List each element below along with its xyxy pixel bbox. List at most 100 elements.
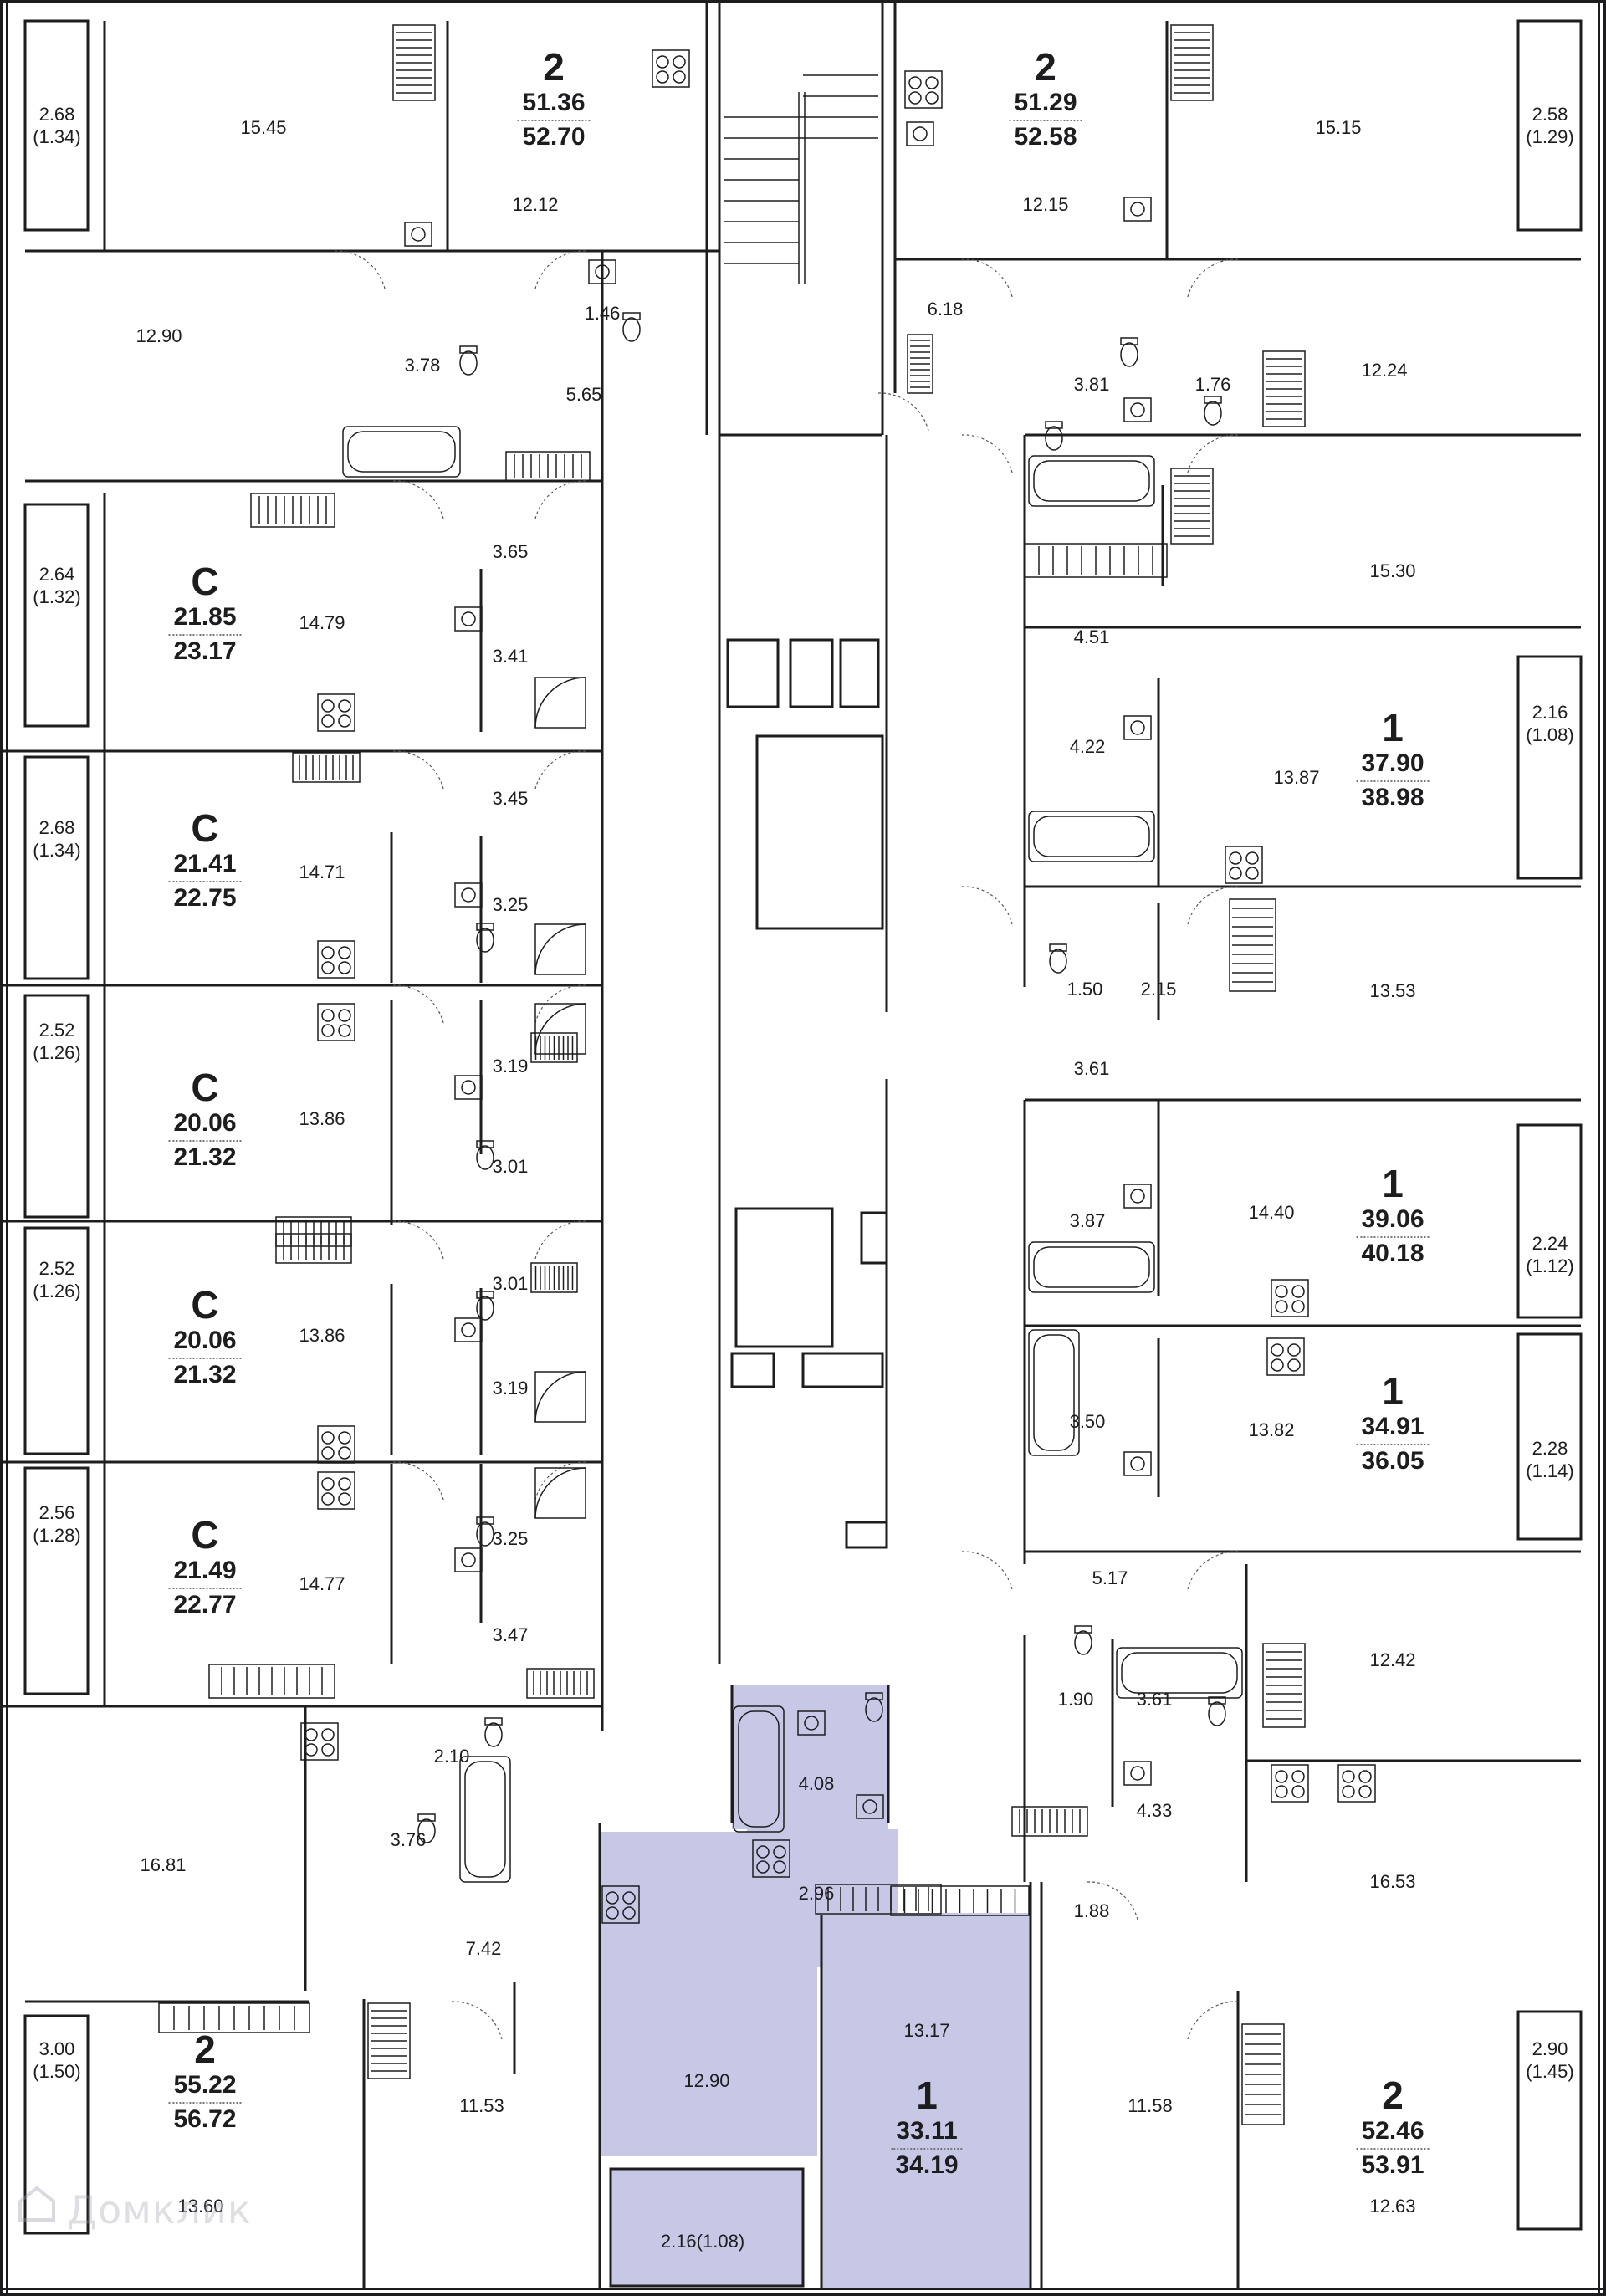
stove-burner <box>1287 1343 1301 1357</box>
apartment-label[interactable]: С 21.85 23.17 <box>168 560 242 667</box>
balcony-area: 2.24 <box>1532 1233 1568 1254</box>
toilet-tank <box>476 1140 494 1148</box>
apartment-rooms: 1 <box>916 2074 938 2117</box>
sink-bowl <box>411 227 426 242</box>
sink <box>588 259 616 284</box>
radiator <box>275 1233 352 1264</box>
door-swing <box>451 2001 503 2040</box>
apartment-label-selected[interactable]: 1 33.11 34.19 <box>891 2074 963 2181</box>
stove-frame <box>1266 1337 1305 1376</box>
balcony-frame <box>23 994 90 1219</box>
door-swing <box>392 984 444 1024</box>
stove-burner <box>773 1845 786 1859</box>
balcony-frame <box>1516 1123 1583 1319</box>
bathtub-basin <box>738 1710 780 1828</box>
apartment-label[interactable]: С 21.49 22.77 <box>168 1514 242 1621</box>
room-area: 1.50 <box>1066 979 1103 1000</box>
door-swing <box>534 750 586 790</box>
balcony-frame <box>1516 19 1583 232</box>
sink-frame <box>454 1547 483 1572</box>
balcony-half-area: (1.14) <box>1526 1460 1574 1481</box>
stove-burner <box>1358 1770 1372 1783</box>
stove-burner <box>925 76 939 89</box>
apartment-label[interactable]: С 20.06 21.32 <box>168 1283 242 1391</box>
balcony-frame <box>23 503 90 728</box>
selected-balcony-area: 2.16(1.08) <box>660 2231 745 2252</box>
room-area: 1.76 <box>1194 374 1231 395</box>
service-box <box>789 638 834 708</box>
bathtub-basin <box>464 1761 506 1878</box>
toilet <box>865 1692 883 1722</box>
apartment-living-area: 55.22 <box>168 2070 242 2104</box>
shower-tray <box>534 1467 586 1519</box>
sink-frame <box>404 222 432 247</box>
door-swing <box>961 1551 1013 1590</box>
apartment-total-area: 21.32 <box>173 1361 237 1388</box>
balcony-area: 2.56 <box>38 1502 75 1523</box>
balcony-area: 2.68 <box>38 104 75 125</box>
radiator-frame <box>208 1664 335 1699</box>
radiator <box>815 1884 942 1915</box>
apartment-total-area: 56.72 <box>173 2105 237 2133</box>
room-area: 2.15 <box>1140 979 1177 1000</box>
apartment-rooms: С <box>191 1066 219 1109</box>
apartment-rooms: С <box>191 560 219 603</box>
stove-frame <box>652 49 690 88</box>
shower-curve <box>534 923 586 975</box>
apartment-label[interactable]: 2 51.29 52.58 <box>1009 46 1082 153</box>
room-area: 14.77 <box>299 1573 345 1594</box>
bathtub <box>1028 455 1155 507</box>
apartment-label[interactable]: 1 39.06 40.18 <box>1356 1163 1430 1270</box>
balcony-area-label: 3.00(1.50) <box>33 2038 80 2083</box>
stove-burner <box>304 1743 318 1757</box>
stove <box>317 1425 355 1464</box>
room-area: 3.65 <box>492 541 529 562</box>
stove-frame <box>317 693 355 732</box>
apartment-rooms: С <box>191 1283 219 1327</box>
radiator <box>907 334 933 394</box>
radiator <box>392 24 436 101</box>
shower-curve <box>534 1003 586 1055</box>
room-area: 12.12 <box>512 194 559 215</box>
stove-burner <box>321 946 335 959</box>
stove-burner <box>321 714 335 728</box>
room-area: 4.51 <box>1073 626 1110 647</box>
toilet <box>417 1813 436 1843</box>
toilet-bowl <box>1074 1630 1092 1655</box>
room-area: 12.90 <box>136 325 182 346</box>
bathtub-basin <box>1033 1334 1075 1451</box>
apartment-label[interactable]: С 21.41 22.75 <box>168 807 242 914</box>
apartment-label[interactable]: 2 52.46 53.91 <box>1356 2074 1430 2181</box>
toilet-bowl <box>417 1818 436 1843</box>
shower <box>534 677 586 729</box>
radiators <box>158 24 1306 2125</box>
apartment-label[interactable]: 1 37.90 38.98 <box>1356 707 1430 814</box>
bathtub <box>342 426 461 478</box>
room-area: 1.46 <box>584 303 621 324</box>
apartment-label[interactable]: С 20.06 21.32 <box>168 1066 242 1174</box>
apartment-label[interactable]: 1 34.91 36.05 <box>1356 1370 1430 1477</box>
room-area: 16.81 <box>140 1854 187 1875</box>
apartment-total-area: 38.98 <box>1361 784 1424 811</box>
stove-frame <box>317 940 355 979</box>
stove <box>904 70 943 109</box>
stove <box>652 49 690 88</box>
apartment-label[interactable]: 2 51.36 52.70 <box>517 46 591 153</box>
stove-burner <box>908 91 922 105</box>
stove <box>1225 846 1263 884</box>
balcony-half-area: (1.26) <box>33 1042 81 1063</box>
sink-frame <box>1123 1451 1152 1476</box>
balcony-frame <box>23 19 90 232</box>
apartment-label[interactable]: 2 55.22 56.72 <box>168 2028 242 2135</box>
stove-burner <box>338 1477 351 1491</box>
selected-room-fill <box>821 1913 1031 2288</box>
bathtub-rim <box>1028 455 1155 507</box>
stove-burner <box>321 1431 335 1445</box>
sink <box>454 606 483 632</box>
stove-burner <box>321 1009 335 1022</box>
room-area: 3.19 <box>492 1378 529 1399</box>
toilet <box>476 1140 494 1170</box>
balcony-area: 2.52 <box>38 1258 75 1279</box>
sink-bowl <box>461 1322 476 1337</box>
apartment-total-area: 40.18 <box>1361 1240 1424 1267</box>
